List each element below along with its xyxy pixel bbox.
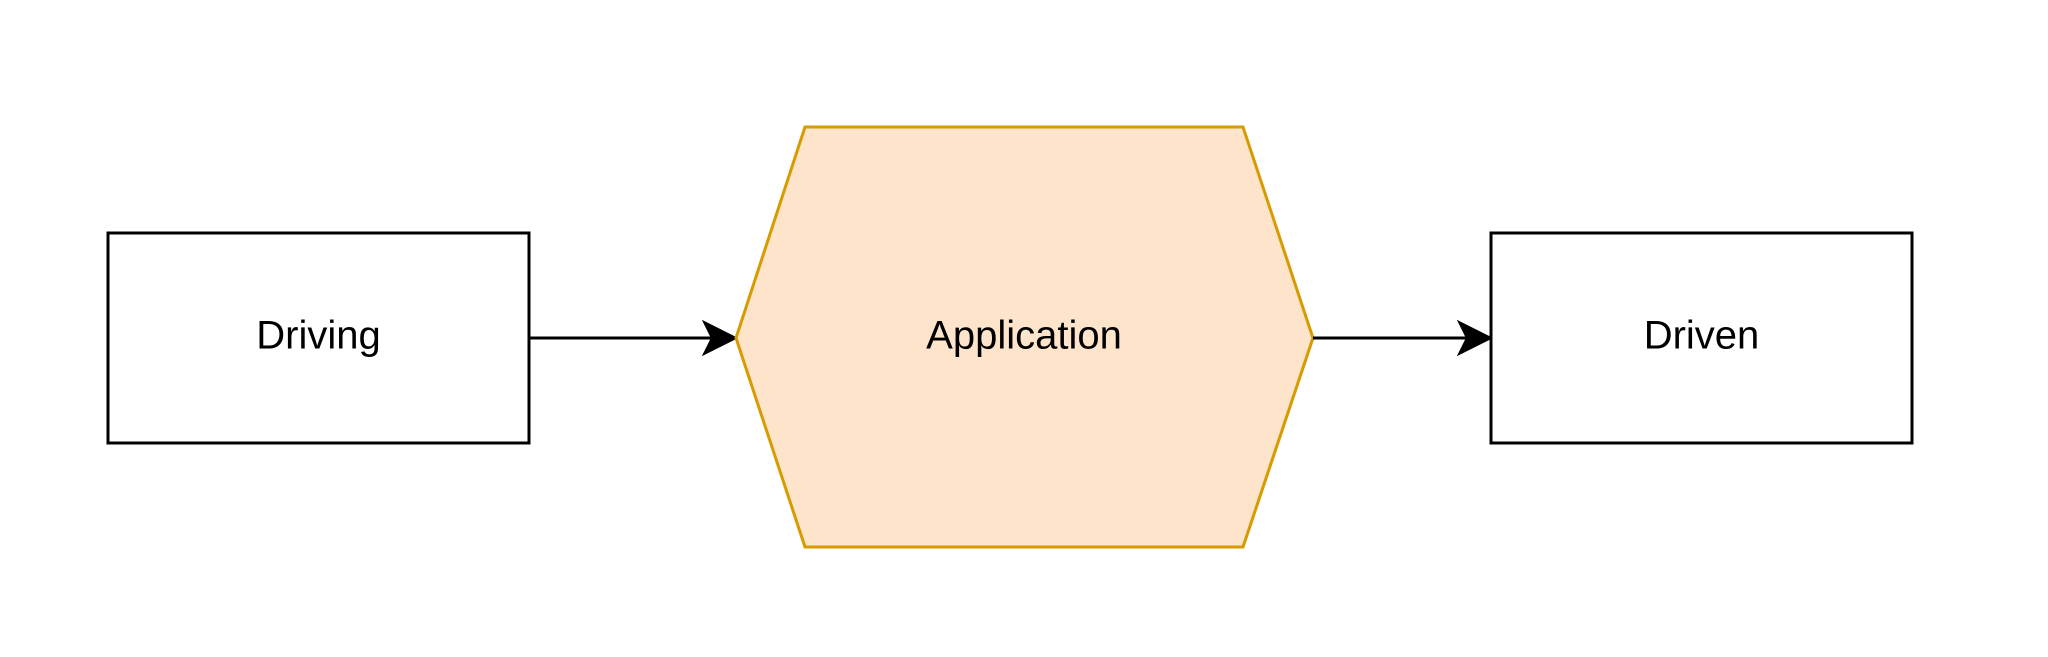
application-label: Application — [926, 314, 1122, 358]
application-node[interactable]: Application — [734, 125, 1315, 549]
edge-application-to-driven — [1313, 319, 1494, 357]
arrowhead-icon — [1456, 319, 1494, 357]
driven-label: Driven — [1644, 314, 1760, 358]
driving-box — [106, 231, 531, 445]
arrowhead-icon — [701, 319, 739, 357]
edge-driving-to-application — [529, 319, 739, 357]
driving-label: Driving — [256, 314, 380, 358]
driven-node[interactable]: Driven — [1489, 231, 1914, 445]
application-hexagon — [734, 125, 1315, 549]
driving-node[interactable]: Driving — [106, 231, 531, 445]
driven-box — [1489, 231, 1914, 445]
